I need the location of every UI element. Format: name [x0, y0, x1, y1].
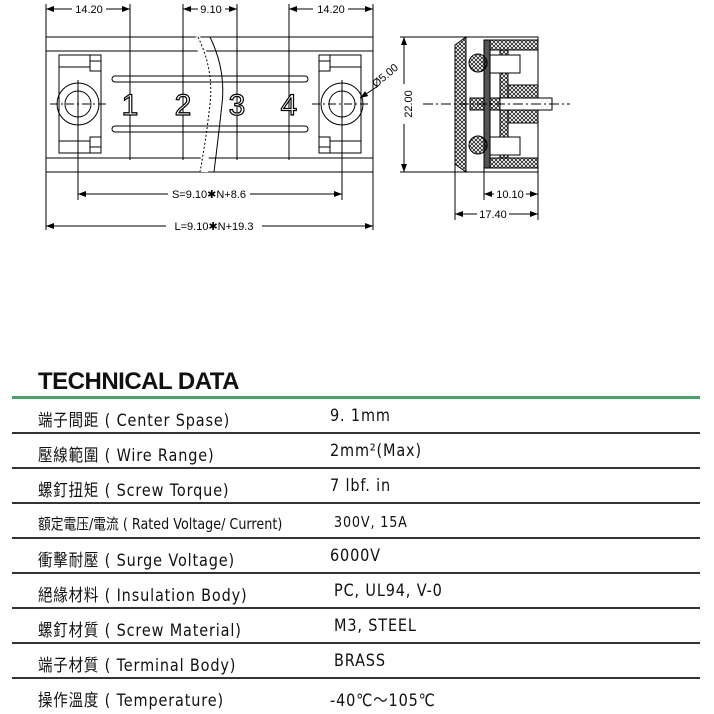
section-title: TECHNICAL DATA	[38, 368, 239, 395]
spec-value: 300V, 15A	[334, 513, 408, 531]
front-view	[45, 4, 379, 230]
dim-pitch: 9.10	[200, 4, 221, 16]
spec-value: PC, UL94, V-0	[334, 581, 443, 601]
technical-drawing: 14.20 9.10 14.20 S=9.10✱N+8.6 L=9.10✱N+1…	[45, 4, 570, 233]
spec-label: 螺釘扭矩 ( Screw Torque)	[38, 481, 230, 501]
pin-number: 4	[281, 89, 298, 122]
dim-side-a: 10.10	[496, 189, 524, 201]
spec-label: 端子間距 ( Center Spase)	[38, 411, 231, 431]
pin-number: 2	[175, 89, 192, 122]
dim-right: 14.20	[317, 4, 345, 16]
title-divider	[12, 396, 700, 399]
spec-value: BRASS	[334, 651, 386, 671]
spec-value: 7 lbf. in	[330, 476, 392, 496]
dim-side-b: 17.40	[479, 209, 507, 221]
spec-row: 端子間距 ( Center Spase) 9. 1mm	[12, 399, 700, 434]
spec-label: 額定電压/電流 ( Rated Voltage/ Current)	[38, 515, 283, 533]
spec-row: 絕緣材料 ( Insulation Body) PC, UL94, V-0	[12, 574, 700, 609]
dim-l: L=9.10✱N+19.3	[175, 221, 254, 233]
spec-value: 6000V	[330, 546, 381, 566]
spec-value: 9. 1mm	[330, 406, 391, 426]
spec-row: 額定電压/電流 ( Rated Voltage/ Current) 300V, 1…	[12, 504, 700, 539]
spec-label: 衝擊耐壓 ( Surge Voltage)	[38, 551, 235, 571]
dim-hole: Ø5.00	[370, 62, 401, 90]
spec-value: 2mm²(Max)	[330, 441, 422, 461]
spec-label: 操作溫度 ( Temperature)	[38, 691, 224, 711]
dim-height: 22.00	[403, 90, 415, 118]
pin-number: 1	[122, 89, 139, 122]
spec-row: 操作溫度 ( Temperature) -40℃～105℃	[12, 679, 700, 714]
pin-number: 3	[229, 89, 246, 122]
dim-s: S=9.10✱N+8.6	[172, 189, 246, 201]
spec-label: 螺釘材質 ( Screw Material)	[38, 621, 242, 641]
spec-row: 螺釘材質 ( Screw Material) M3, STEEL	[12, 609, 700, 644]
spec-row: 壓線範圍 ( Wire Range) 2mm²(Max)	[12, 434, 700, 469]
spec-row: 螺釘扭矩 ( Screw Torque) 7 lbf. in	[12, 469, 700, 504]
spec-row: 衝擊耐壓 ( Surge Voltage) 6000V	[12, 539, 700, 574]
dim-left: 14.20	[75, 4, 103, 16]
spec-value: -40℃～105℃	[330, 691, 436, 711]
spec-label: 端子材質 ( Terminal Body)	[38, 656, 237, 676]
side-view	[400, 36, 570, 220]
spec-label: 壓線範圍 ( Wire Range)	[38, 446, 215, 466]
spec-value: M3, STEEL	[334, 616, 417, 636]
spec-label: 絕緣材料 ( Insulation Body)	[38, 586, 248, 606]
spec-row: 端子材質 ( Terminal Body) BRASS	[12, 644, 700, 679]
